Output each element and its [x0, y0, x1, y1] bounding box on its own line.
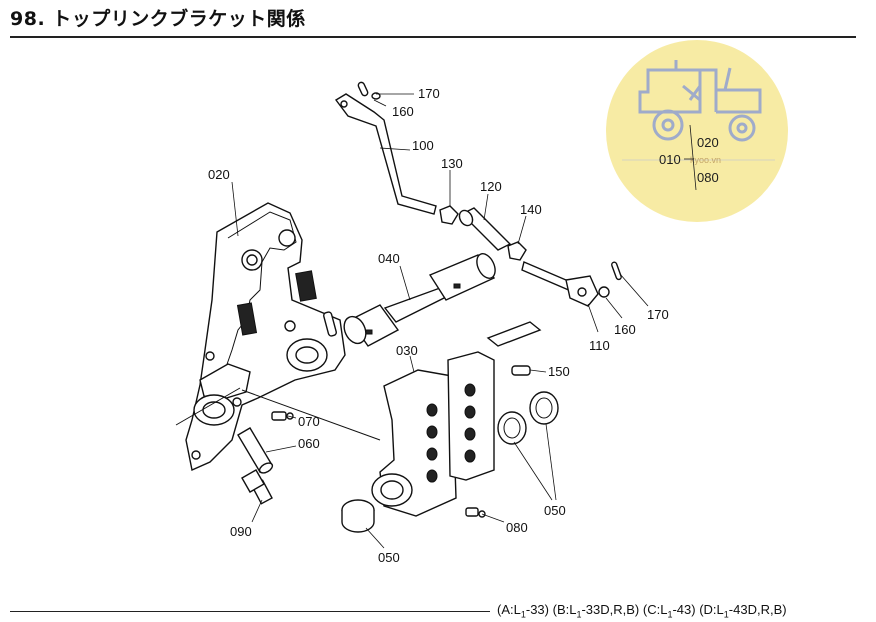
bottom-divider — [10, 611, 490, 612]
part-060-pin — [237, 427, 274, 474]
watermark-text: kyoo.vn — [690, 155, 721, 165]
part-120-sleeve — [458, 207, 512, 251]
watermark-label-010: 010 — [659, 152, 681, 167]
part-070-grease-nipple — [271, 411, 294, 421]
callout-160-top: 160 — [392, 104, 414, 119]
part-110-end — [521, 261, 622, 307]
callout-160-right: 160 — [614, 322, 636, 337]
callout-140: 140 — [520, 202, 542, 217]
part-080-grease-nipple — [465, 507, 486, 518]
part-090-bolt — [241, 469, 273, 505]
callout-070: 070 — [298, 414, 320, 429]
callout-020: 020 — [208, 167, 230, 182]
part-140-nut — [507, 241, 527, 261]
callout-090: 090 — [230, 524, 252, 539]
callout-050-right: 050 — [544, 503, 566, 518]
callout-labels: 170 160 100 130 120 140 020 040 170 160 … — [208, 86, 669, 565]
part-150-pin — [486, 321, 542, 376]
watermark-label-020: 020 — [697, 135, 719, 150]
watermark-circle — [606, 40, 788, 222]
callout-050-bottom: 050 — [378, 550, 400, 565]
tractor-icon — [638, 60, 762, 142]
title-divider — [10, 36, 856, 38]
plate-holes-left — [426, 403, 438, 483]
model-applicability-note: (A:L1-33) (B:L1-33D,R,B) (C:L1-43) (D:L1… — [497, 602, 787, 620]
part-020-bracket-plate — [175, 202, 381, 471]
callout-leaders — [231, 93, 649, 549]
footer-d: (D:L1-43D,R,B) — [699, 602, 787, 620]
callout-130: 130 — [441, 156, 463, 171]
callout-150: 150 — [548, 364, 570, 379]
footer-b: (B:L1-33D,R,B) — [552, 602, 640, 620]
callout-120: 120 — [480, 179, 502, 194]
callout-170-top: 170 — [418, 86, 440, 101]
part-100-rod — [334, 81, 437, 215]
part-030-plates — [371, 351, 495, 517]
part-130-nut — [439, 205, 459, 225]
callout-110: 110 — [589, 338, 610, 353]
callout-170-right: 170 — [647, 307, 669, 322]
part-040-shaft — [343, 253, 496, 347]
footer-a: (A:L1-33) — [497, 602, 549, 620]
plate-holes-right — [464, 383, 476, 463]
page-title: 98. トップリンクブラケット関係 — [10, 8, 306, 30]
watermark: kyoo.vn 020 010 080 — [606, 40, 788, 222]
callout-100: 100 — [412, 138, 434, 153]
callout-080: 080 — [506, 520, 528, 535]
footer-c: (C:L1-43) — [642, 602, 696, 620]
callout-040: 040 — [378, 251, 400, 266]
callout-030: 030 — [396, 343, 418, 358]
callout-060: 060 — [298, 436, 320, 451]
watermark-label-080: 080 — [697, 170, 719, 185]
part-050-bushings — [341, 391, 559, 533]
